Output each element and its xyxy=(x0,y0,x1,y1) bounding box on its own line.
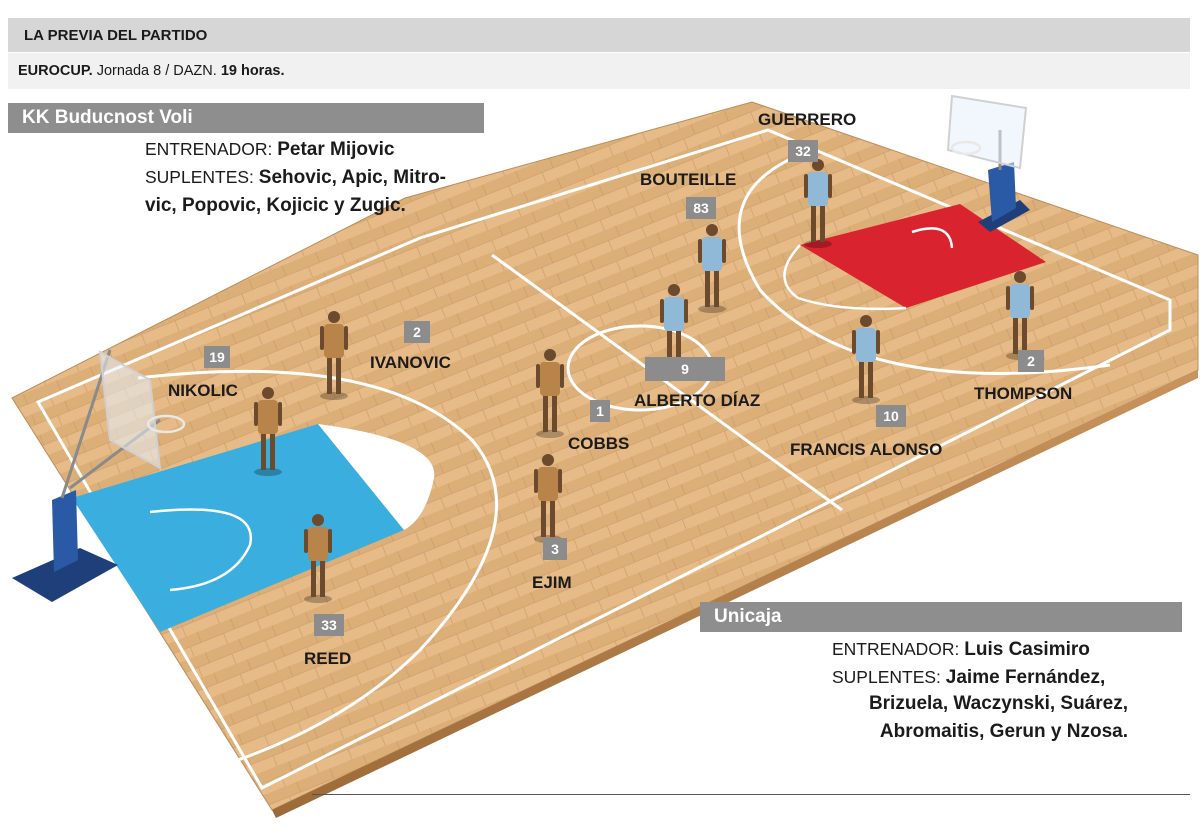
footer-rule xyxy=(312,794,1190,795)
away-paint xyxy=(800,204,1046,308)
home-team-bar: KK Buducnost Voli xyxy=(8,103,484,133)
home-coach-label: ENTRENADOR: xyxy=(145,139,278,159)
player-figure xyxy=(1006,271,1034,360)
player-name: REED xyxy=(304,649,352,668)
player-number-badge: 1 xyxy=(590,400,610,422)
player-figure xyxy=(304,514,332,603)
player-name: BOUTEILLE xyxy=(640,170,737,189)
match-details: EUROCUP. Jornada 8 / DAZN. 19 horas. xyxy=(18,63,284,79)
player-number-badge: 3 xyxy=(543,538,567,560)
half-court-line xyxy=(491,253,843,512)
player-figure xyxy=(254,387,282,476)
home-paint xyxy=(72,424,404,632)
home-subs-label: SUPLENTES: xyxy=(145,167,259,187)
header-title-bar: LA PREVIA DEL PARTIDO xyxy=(8,18,1190,52)
player-number-badge: 10 xyxy=(876,405,906,427)
home-team-info: ENTRENADOR: Petar Mijovic SUPLENTES: Seh… xyxy=(145,136,446,220)
away-coach: Luis Casimiro xyxy=(964,639,1090,660)
away-basket xyxy=(946,94,1030,232)
player-number-badge: 83 xyxy=(686,197,716,219)
away-team-name: Unicaja xyxy=(714,606,782,627)
player-number-badge: 19 xyxy=(204,346,230,368)
away-subs-continued: Brizuela, Waczynski, Suárez, Abromaitis,… xyxy=(712,690,1128,746)
player-name: EJIM xyxy=(532,573,572,592)
player-figure xyxy=(804,159,832,248)
player-figure xyxy=(536,349,564,438)
away-subs-line2: Brizuela, Waczynski, Suárez, xyxy=(868,693,1128,714)
home-three-point-line xyxy=(137,369,499,762)
player-name: GUERRERO xyxy=(758,110,857,129)
home-subs-line1: Sehovic, Apic, Mitro- xyxy=(258,167,447,188)
home-subs-line2: vic, Popovic, Kojicic y Zugic. xyxy=(145,195,406,216)
away-team-bar: Unicaja xyxy=(700,602,1182,632)
player-figure xyxy=(852,315,880,404)
player-number-badge: 33 xyxy=(314,614,344,636)
away-team-info: ENTRENADOR: Luis Casimiro SUPLENTES: Jai… xyxy=(832,636,1105,692)
home-coach: Petar Mijovic xyxy=(277,139,395,160)
player-name: THOMPSON xyxy=(974,384,1073,403)
competition: EUROCUP. xyxy=(18,63,93,79)
player-name: FRANCIS ALONSO xyxy=(790,440,943,459)
player-name: NIKOLIC xyxy=(168,381,238,400)
match-time: 19 horas. xyxy=(220,63,285,79)
home-team-name: KK Buducnost Voli xyxy=(22,107,193,128)
player-name: COBBS xyxy=(568,434,630,453)
player-name: ALBERTO DÍAZ xyxy=(634,391,761,410)
header-title: LA PREVIA DEL PARTIDO xyxy=(24,27,208,44)
header-subtitle-bar: EUROCUP. Jornada 8 / DAZN. 19 horas. xyxy=(8,53,1190,89)
match-round-channel: Jornada 8 / DAZN. xyxy=(92,63,221,79)
player-number-badge: 32 xyxy=(788,140,818,162)
player-number-badge: 9 xyxy=(645,357,725,381)
player-name: IVANOVIC xyxy=(370,353,451,372)
court-boundary xyxy=(35,128,1172,790)
away-three-point-line xyxy=(737,148,1111,375)
player-figure xyxy=(320,311,348,400)
player-number-badge: 2 xyxy=(404,321,430,343)
away-subs-label: SUPLENTES: xyxy=(832,667,946,687)
away-subs-line3: Abromaitis, Gerun y Nzosa. xyxy=(879,721,1128,742)
away-subs-line1: Jaime Fernández, xyxy=(945,667,1106,688)
player-figure xyxy=(534,454,562,543)
away-coach-label: ENTRENADOR: xyxy=(832,639,965,659)
player-number-badge: 2 xyxy=(1018,350,1044,372)
player-figure xyxy=(698,224,726,313)
home-basket xyxy=(12,349,186,602)
